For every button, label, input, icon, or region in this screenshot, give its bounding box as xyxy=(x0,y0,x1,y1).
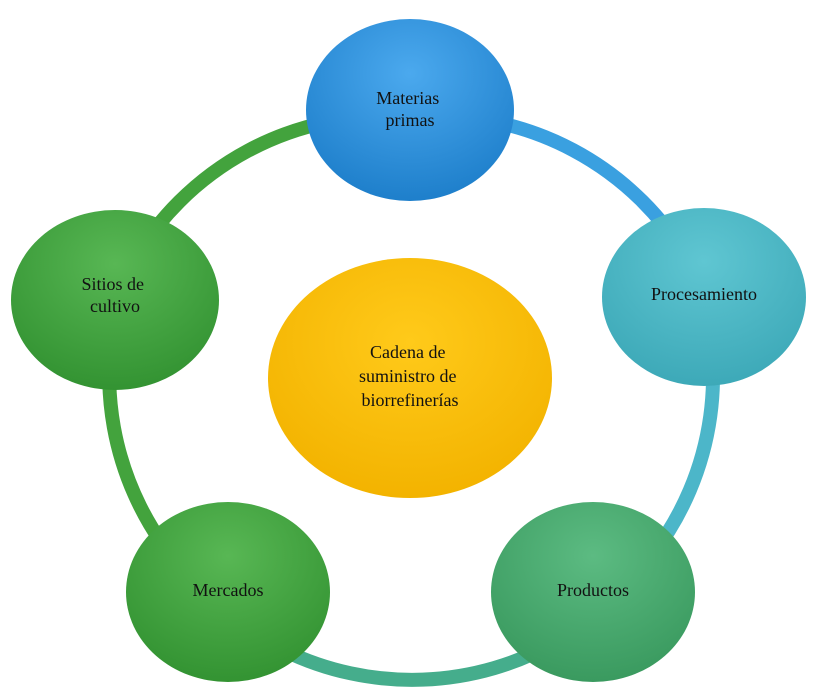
node-procesamiento: Procesamiento xyxy=(602,208,806,386)
center-label-line-3: biorrefinerías xyxy=(362,390,459,410)
node-productos: Productos xyxy=(491,502,695,682)
node-materias-primas-shape xyxy=(306,19,514,201)
node-mercados: Mercados xyxy=(126,502,330,682)
node-sitios-de-cultivo-label: Sitios de cultivo xyxy=(81,274,148,316)
node-sitios-de-cultivo: Sitios de cultivo xyxy=(11,210,219,390)
center-label-line-1: Cadena de xyxy=(370,342,445,362)
node-label-line: Productos xyxy=(557,580,629,600)
node-label-line: Materias xyxy=(376,88,439,108)
node-label-line: Mercados xyxy=(193,580,264,600)
center-node-label: Cadena de suministro de biorrefinerías xyxy=(359,342,461,410)
node-label-line: Sitios de xyxy=(81,274,144,294)
center-label-line-2: suministro de xyxy=(359,366,457,386)
node-materias-primas: Materias primas xyxy=(306,19,514,201)
node-mercados-shape xyxy=(126,502,330,682)
node-sitios-de-cultivo-shape xyxy=(11,210,219,390)
node-procesamiento-label: Procesamiento xyxy=(651,284,757,304)
center-node-shape xyxy=(268,258,552,498)
node-procesamiento-shape xyxy=(602,208,806,386)
node-label-line: cultivo xyxy=(90,296,140,316)
node-mercados-label: Mercados xyxy=(193,580,264,600)
center-node: Cadena de suministro de biorrefinerías xyxy=(268,258,552,498)
node-materias-primas-label: Materias primas xyxy=(376,88,443,130)
node-label-line: primas xyxy=(386,110,435,130)
node-label-line: Procesamiento xyxy=(651,284,757,304)
node-productos-shape xyxy=(491,502,695,682)
node-productos-label: Productos xyxy=(557,580,629,600)
